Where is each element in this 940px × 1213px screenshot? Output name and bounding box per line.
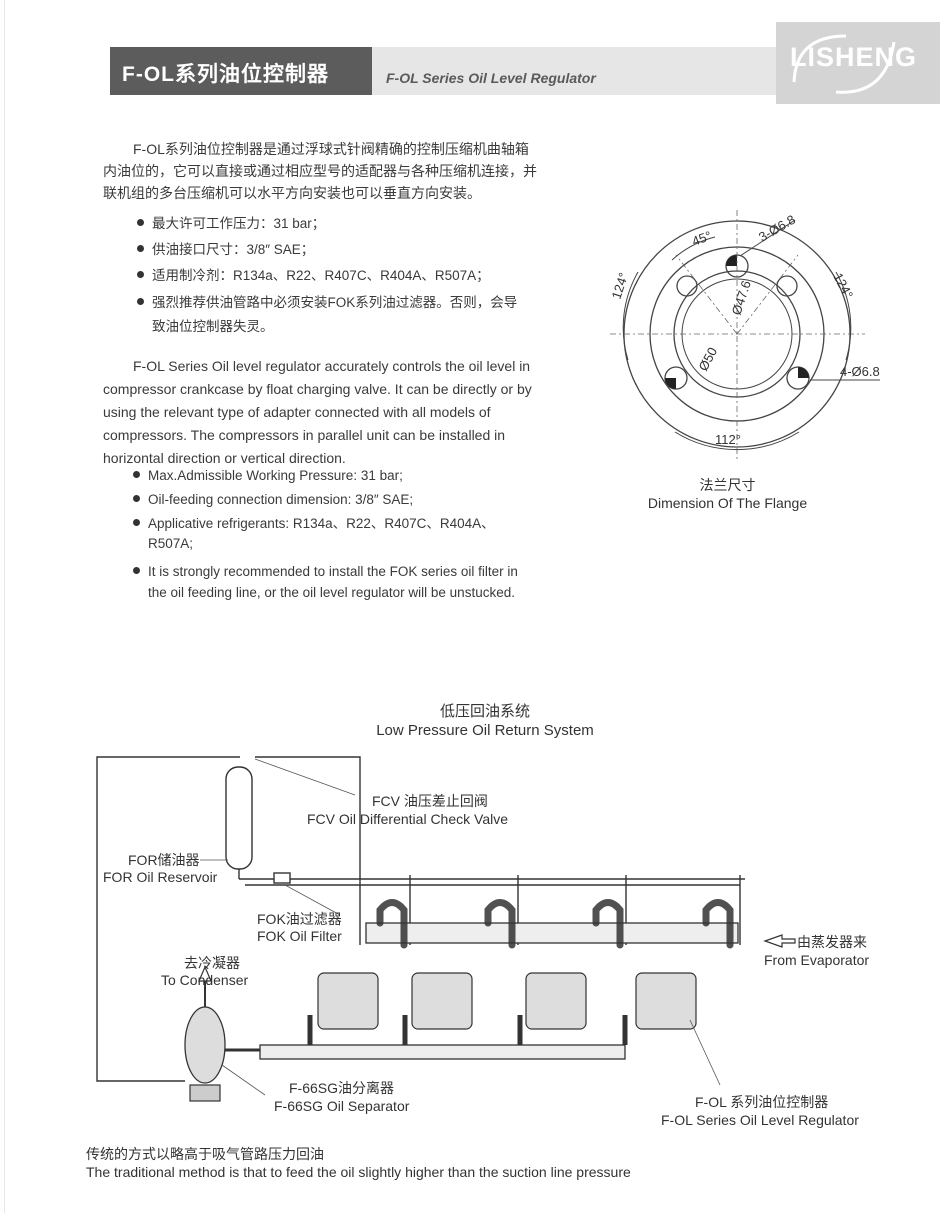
label-evap-en: From Evaporator xyxy=(764,952,870,968)
label-sep-en: F-66SG Oil Separator xyxy=(274,1098,410,1114)
page-margin-line xyxy=(4,0,5,1213)
intro-cn-line: F-OL系列油位控制器是通过浮球式针阀精确的控制压缩机曲轴箱 xyxy=(133,141,529,157)
bullet-dot-icon xyxy=(133,567,140,574)
flange-drawing: 45° 3-Ø6.8 124° 124° 4-Ø6.8 112° Ø47.6 Ø… xyxy=(609,210,880,460)
label-fok-en: FOK Oil Filter xyxy=(257,928,342,944)
intro-cn-line: 内油位的，它可以直接或通过相应型号的适配器与各种压缩机连接，并 xyxy=(103,163,537,179)
intro-en: F-OL Series Oil level regulator accurate… xyxy=(103,355,565,470)
bullet-dot-icon xyxy=(137,271,144,278)
label-for-en: FOR Oil Reservoir xyxy=(103,869,218,885)
footer-cn: 传统的方式以略高于吸气管路压力回油 xyxy=(86,1146,324,1162)
arrow-up-icon xyxy=(198,965,212,982)
intro-en-line: compressors. The compressors in parallel… xyxy=(103,427,506,443)
oil-return-line xyxy=(96,756,240,1082)
dim-holes-side: 4-Ø6.8 xyxy=(840,364,880,379)
bullet-text: 强烈推荐供油管路中必须安装FOK系列油过滤器。否则，会导 xyxy=(152,295,518,310)
bullet-continuation: the oil feeding line, or the oil level r… xyxy=(148,585,515,600)
bullet-dot-icon xyxy=(133,471,140,478)
bullet-text: Max.Admissible Working Pressure: 31 bar; xyxy=(148,468,403,483)
bullet-item: Max.Admissible Working Pressure: 31 bar; xyxy=(133,465,403,486)
bullet-item: Applicative refrigerants: R134a、R22、R407… xyxy=(133,513,495,534)
label-fol-en: F-OL Series Oil Level Regulator xyxy=(661,1112,859,1128)
flange-caption-en: Dimension Of The Flange xyxy=(647,495,808,511)
system-title-en: Low Pressure Oil Return System xyxy=(376,722,594,739)
dim-dia-inner: Ø47.6 xyxy=(729,279,754,317)
label-for-cn: FOR储油器 xyxy=(128,852,200,868)
intro-en-line: horizontal direction or vertical directi… xyxy=(103,450,346,466)
label-sep-cn: F-66SG油分离器 xyxy=(289,1080,395,1096)
bolt-hole xyxy=(776,275,798,297)
label-fol-cn: F-OL 系列油位控制器 xyxy=(695,1094,829,1110)
label-cond-en: To Condenser xyxy=(161,972,249,988)
intro-en-line: F-OL Series Oil level regulator accurate… xyxy=(133,358,531,374)
page-title-en: F-OL Series Oil Level Regulator xyxy=(386,70,596,86)
label-cond-cn: 去冷凝器 xyxy=(184,955,240,971)
label-fcv-en: FCV Oil Differential Check Valve xyxy=(307,811,508,827)
bolt-hole xyxy=(676,275,698,297)
system-schematic xyxy=(96,756,796,1102)
bullet-continuation: 致油位控制器失灵。 xyxy=(152,319,274,334)
label-evap-cn: 由蒸发器来 xyxy=(797,934,867,950)
compressor xyxy=(635,972,697,1030)
dim-holes-top: 3-Ø6.8 xyxy=(756,212,798,245)
bullet-item: 强烈推荐供油管路中必须安装FOK系列油过滤器。否则，会导 xyxy=(137,292,517,313)
intro-en-line: using the relevant type of adapter conne… xyxy=(103,404,491,420)
dim-dia-bolt: Ø50 xyxy=(695,345,720,374)
bullet-item: Oil-feeding connection dimension: 3/8″ S… xyxy=(133,489,413,510)
bullet-item: It is strongly recommended to install th… xyxy=(133,561,518,582)
bullet-continuation: R507A; xyxy=(148,536,194,551)
bullet-item: 适用制冷剂：R134a、R22、R407C、R404A、R507A； xyxy=(137,265,490,286)
bullet-dot-icon xyxy=(133,495,140,502)
bullet-dot-icon xyxy=(133,519,140,526)
intro-cn: F-OL系列油位控制器是通过浮球式针阀精确的控制压缩机曲轴箱 内油位的，它可以直… xyxy=(103,138,573,204)
compressor xyxy=(411,972,473,1030)
system-title-cn: 低压回油系统 xyxy=(439,703,530,720)
flange-caption-cn: 法兰尺寸 xyxy=(699,477,756,493)
compressor xyxy=(525,972,587,1030)
bullet-item: 最大许可工作压力：31 bar； xyxy=(137,213,325,234)
bullet-text: 最大许可工作压力：31 bar； xyxy=(152,216,326,231)
intro-cn-line: 联机组的多台压缩机可以水平方向安装也可以垂直方向安装。 xyxy=(103,185,481,201)
oil-reservoir xyxy=(225,766,253,870)
oil-separator xyxy=(184,1006,226,1084)
bullet-dot-icon xyxy=(137,245,144,252)
header-title-block xyxy=(110,47,372,95)
footer-en: The traditional method is that to feed t… xyxy=(86,1164,631,1180)
brand-logo: LISHENG xyxy=(790,42,918,72)
bullet-text: Oil-feeding connection dimension: 3/8″ S… xyxy=(148,492,414,507)
suction-header xyxy=(365,922,739,944)
label-fcv-cn: FCV 油压差止回阀 xyxy=(372,793,488,809)
arrow-left-icon xyxy=(763,934,796,948)
discharge-header xyxy=(259,1044,626,1060)
bullet-text: 适用制冷剂：R134a、R22、R407C、R404A、R507A； xyxy=(152,268,490,283)
logo-swoosh-icon xyxy=(792,34,896,94)
bullet-text: 供油接口尺寸：3/8″ SAE； xyxy=(152,242,315,257)
oil-filter xyxy=(273,872,291,884)
intro-en-line: compressor crankcase by float charging v… xyxy=(103,381,532,397)
label-fok-cn: FOK油过滤器 xyxy=(257,911,342,927)
dim-angle-top: 45° xyxy=(690,228,714,249)
compressor xyxy=(317,972,379,1030)
page-title-cn: F-OL系列油位控制器 xyxy=(122,63,329,86)
bullet-text: Applicative refrigerants: R134a、R22、R407… xyxy=(148,516,495,531)
bullet-item: 供油接口尺寸：3/8″ SAE； xyxy=(137,239,314,260)
dim-angle-right: 124° xyxy=(830,270,856,301)
bullet-text: It is strongly recommended to install th… xyxy=(148,564,518,579)
bullet-dot-icon xyxy=(137,219,144,226)
bullet-dot-icon xyxy=(137,298,144,305)
dim-angle-bottom: 112° xyxy=(715,432,741,447)
